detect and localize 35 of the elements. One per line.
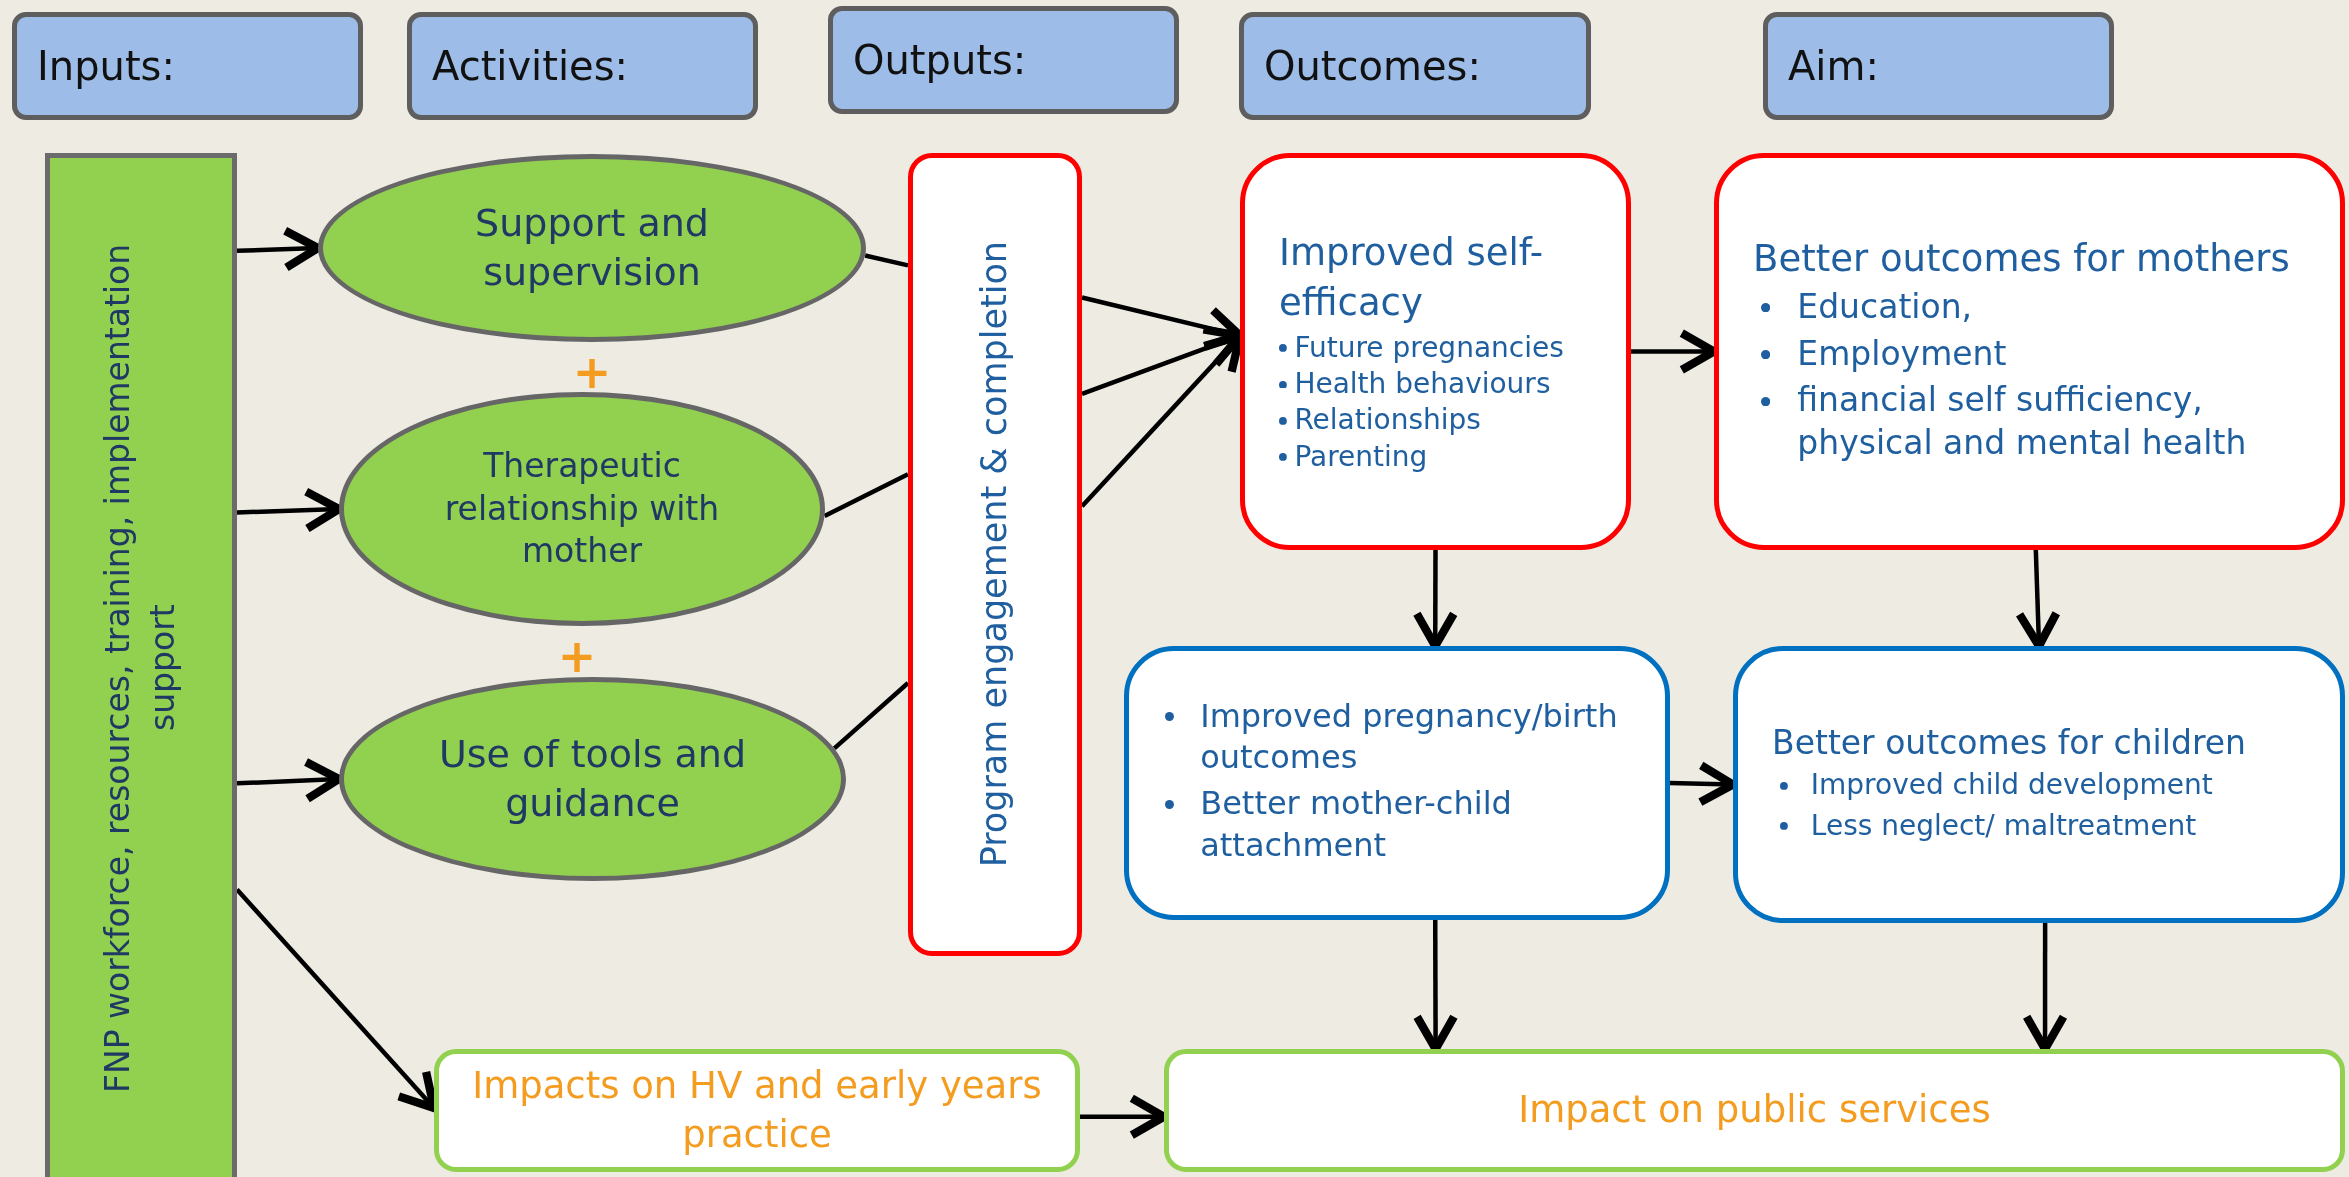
box-title: Better outcomes for mothers	[1753, 235, 2291, 282]
box-title: Improved self-efficacy	[1279, 229, 1545, 326]
bullet-item: Future pregnancies	[1294, 330, 1564, 364]
plus-sign: +	[557, 633, 597, 679]
bullet-item: Relationships	[1294, 403, 1481, 437]
connector-line	[823, 472, 909, 519]
outcome-box	[1733, 646, 2345, 923]
activity-ellipse: Therapeutic relationship with mother	[339, 392, 825, 626]
header-box: Inputs:	[12, 12, 363, 120]
outcome-box	[1124, 646, 1670, 920]
output-box: Program engagement & completion	[908, 153, 1082, 956]
header-box: Outcomes:	[1239, 12, 1591, 120]
connector-line	[832, 681, 910, 751]
bullet-item: Employment	[1797, 333, 2007, 373]
input-bar: FNP workforce, resources, training, implementation support	[45, 153, 237, 1177]
bullet-item: Less neglect/ maltreatment	[1810, 808, 2197, 842]
box-title: Better outcomes for children	[1772, 721, 2247, 764]
bullet-item: financial self sufficiency, physical and mental health	[1797, 380, 2247, 463]
outcome-box	[1240, 153, 1631, 550]
impact-box: Impact on public services	[1164, 1049, 2345, 1172]
connector-line	[864, 253, 909, 268]
impact-box: Impacts on HV and early years practice	[434, 1049, 1080, 1172]
bullet-item: Better mother-child attachment	[1200, 784, 1512, 864]
outcome-box	[1714, 153, 2345, 550]
header-box: Activities:	[407, 12, 758, 120]
bullet-item: Education,	[1797, 286, 1973, 326]
header-box: Aim:	[1763, 12, 2114, 120]
header-box: Outputs:	[828, 6, 1179, 114]
plus-sign: +	[572, 349, 612, 395]
bullet-item: Parenting	[1294, 439, 1428, 473]
bullet-item: Improved child development	[1810, 768, 2213, 802]
activity-ellipse: Support and supervision	[318, 154, 866, 342]
activity-ellipse: Use of tools and guidance	[339, 677, 846, 881]
bullet-item: Improved pregnancy/birth outcomes	[1200, 696, 1618, 777]
bullet-item: Health behaviours	[1294, 367, 1551, 401]
